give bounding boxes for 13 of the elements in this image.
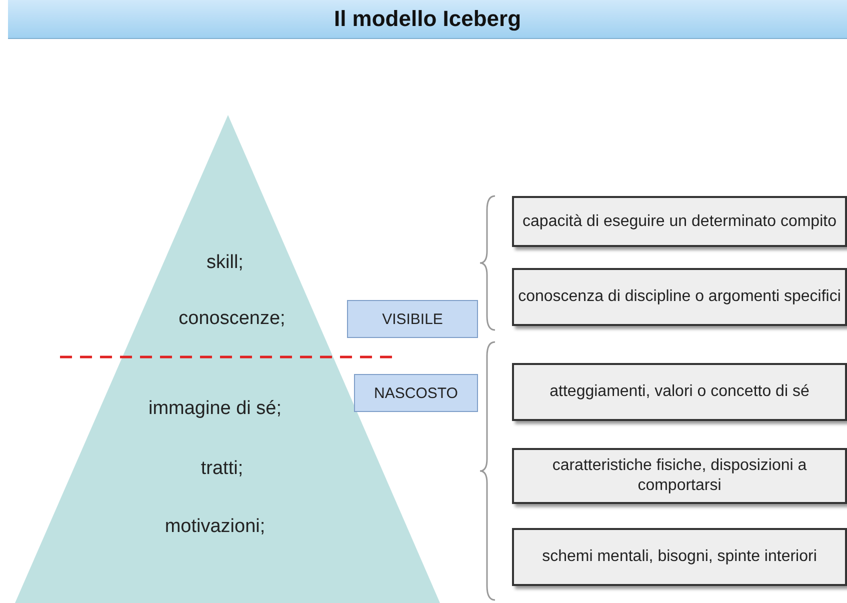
category-tag: NASCOSTO: [354, 374, 478, 412]
description-box: schemi mentali, bisogni, spinte interiori: [512, 528, 847, 586]
description-box: caratteristiche fisiche, disposizioni a comportarsi: [512, 448, 847, 504]
description-box: conoscenza di discipline o argomenti specifici: [512, 268, 847, 326]
description-box: atteggiamenti, valori o concetto di sé: [512, 363, 847, 421]
layer-label: conoscenze;: [178, 308, 286, 330]
description-box: capacità di eseguire un determinato compito: [512, 196, 847, 247]
title-bar: Il modello Iceberg: [8, 0, 847, 39]
layer-label: tratti;: [200, 458, 244, 480]
layer-label: skill;: [206, 252, 244, 274]
layer-label: immagine di sé;: [148, 398, 282, 420]
category-tag: VISIBILE: [347, 300, 478, 338]
layer-label: motivazioni;: [164, 516, 266, 538]
